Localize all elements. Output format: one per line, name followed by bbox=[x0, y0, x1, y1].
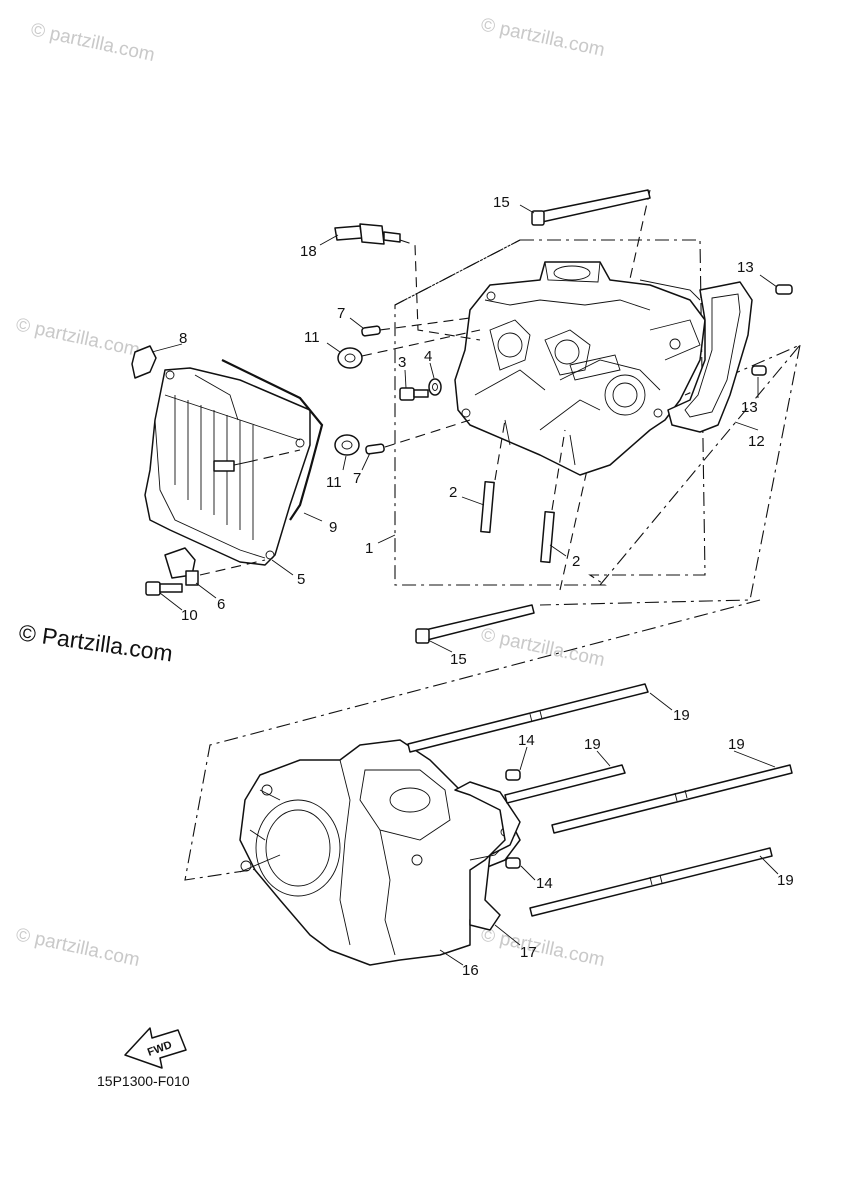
callout-14: 14 bbox=[518, 732, 535, 749]
callout-13: 13 bbox=[737, 259, 754, 276]
long-bolts bbox=[415, 189, 651, 644]
fwd-arrow-icon: FWD bbox=[124, 1027, 187, 1069]
callout-18: 18 bbox=[300, 243, 317, 260]
watermark: © partzilla.com bbox=[14, 924, 142, 971]
head-gasket bbox=[639, 279, 753, 433]
watermark: © partzilla.com bbox=[479, 624, 607, 671]
callout-8: 8 bbox=[179, 330, 187, 347]
callout-16: 16 bbox=[462, 962, 479, 979]
cylinder-block bbox=[239, 739, 521, 966]
callout-5: 5 bbox=[297, 571, 305, 588]
callout-13: 13 bbox=[741, 399, 758, 416]
callout-4: 4 bbox=[424, 348, 432, 365]
callout-2: 2 bbox=[572, 553, 580, 570]
callout-19: 19 bbox=[777, 872, 794, 889]
bolt-and-washer bbox=[399, 378, 442, 401]
callout-19: 19 bbox=[728, 736, 745, 753]
callout-19: 19 bbox=[584, 736, 601, 753]
dowel-pins bbox=[361, 284, 793, 455]
diagram-code: 15P1300-F010 bbox=[97, 1073, 190, 1089]
callout-7: 7 bbox=[337, 305, 345, 322]
cover-gasket bbox=[221, 359, 324, 521]
callout-19: 19 bbox=[673, 707, 690, 724]
callout-7: 7 bbox=[353, 470, 361, 487]
partzilla-credit: © Partzilla.com bbox=[17, 619, 174, 666]
leader-lines bbox=[151, 204, 779, 966]
callout-12: 12 bbox=[748, 433, 765, 450]
callout-3: 3 bbox=[398, 354, 406, 371]
cylinder-head bbox=[454, 261, 706, 476]
callouts: 15 18 13 7 8 11 3 4 12 13 2 11 7 1 9 5 6… bbox=[179, 194, 794, 979]
watermark: © partzilla.com bbox=[479, 924, 607, 971]
callout-15: 15 bbox=[493, 194, 510, 211]
cover-hardware bbox=[131, 345, 266, 596]
callout-14: 14 bbox=[536, 875, 553, 892]
cylinder-head-cover bbox=[144, 367, 311, 566]
callout-6: 6 bbox=[217, 596, 225, 613]
base-gasket bbox=[454, 781, 521, 931]
watermark: © partzilla.com bbox=[29, 19, 157, 66]
callout-1: 1 bbox=[365, 540, 373, 557]
spark-plug bbox=[334, 223, 481, 341]
cylinder-dowels bbox=[505, 769, 521, 869]
callout-15: 15 bbox=[450, 651, 467, 668]
callout-2: 2 bbox=[449, 484, 457, 501]
flange-nuts bbox=[334, 329, 481, 456]
cylinder-studs bbox=[407, 683, 793, 917]
callout-17: 17 bbox=[520, 944, 537, 961]
watermark: © partzilla.com bbox=[479, 14, 607, 61]
callout-11: 11 bbox=[326, 474, 342, 491]
stud-bolts bbox=[480, 419, 566, 564]
callout-11: 11 bbox=[304, 329, 320, 346]
callout-9: 9 bbox=[329, 519, 337, 536]
watermark: © partzilla.com bbox=[14, 314, 142, 361]
callout-10: 10 bbox=[181, 607, 198, 624]
